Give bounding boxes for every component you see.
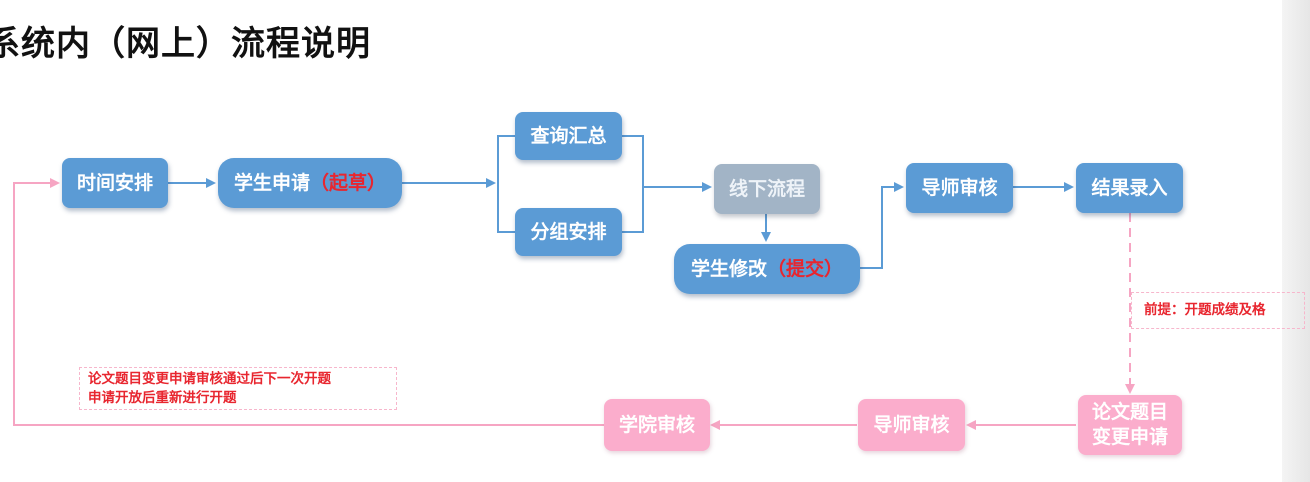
node-time-arrangement-label: 时间安排 <box>76 171 153 194</box>
page-title: 系统内（网上）流程说明 <box>0 24 371 64</box>
node-student-revise-label: 学生修改 <box>690 257 767 280</box>
branch-bracket-right <box>622 135 644 233</box>
node-advisor-review-top-label: 导师审核 <box>921 176 998 199</box>
node-topic-change-line1: 论文题目 <box>1091 401 1168 424</box>
node-group-arrangement-label: 分组安排 <box>530 220 607 243</box>
node-result-entry: 结果录入 <box>1076 163 1183 213</box>
node-offline-process-label: 线下流程 <box>728 177 805 200</box>
note-reopen-line2: 申请开放后重新进行开题 <box>88 390 237 406</box>
node-student-apply-label: 学生申请 <box>233 171 310 194</box>
node-college-review-label: 学院审核 <box>618 413 695 436</box>
node-advisor-review-bottom-label: 导师审核 <box>873 413 950 436</box>
note-reopen-line1: 论文题目变更申请审核通过后下一次开题 <box>88 371 331 387</box>
loop-back-arrow <box>13 178 604 426</box>
node-student-revise-tag: （提交） <box>767 257 844 280</box>
arrow-revise-to-advisor <box>860 182 904 269</box>
node-query-summary: 查询汇总 <box>515 112 622 160</box>
branch-bracket-left <box>497 135 515 233</box>
node-advisor-review-bottom: 导师审核 <box>858 399 965 451</box>
node-time-arrangement: 时间安排 <box>62 158 168 208</box>
note-precondition: 前提：开题成绩及格 <box>1131 292 1305 329</box>
node-result-entry-label: 结果录入 <box>1091 176 1168 199</box>
node-student-apply-tag: （起草） <box>310 171 387 194</box>
note-reopen: 论文题目变更申请审核通过后下一次开题 申请开放后重新进行开题 <box>79 367 397 410</box>
node-offline-process: 线下流程 <box>714 164 820 214</box>
node-college-review: 学院审核 <box>604 399 710 451</box>
node-topic-change-request: 论文题目 变更申请 <box>1078 395 1182 455</box>
node-advisor-review-top: 导师审核 <box>906 163 1013 213</box>
window-edge-strip <box>1282 0 1310 482</box>
node-student-apply: 学生申请（起草） <box>218 158 402 208</box>
note-precondition-text: 前提：开题成绩及格 <box>1144 302 1266 318</box>
node-student-revise: 学生修改（提交） <box>674 244 860 294</box>
node-group-arrangement: 分组安排 <box>515 208 622 256</box>
node-query-summary-label: 查询汇总 <box>530 124 607 147</box>
node-topic-change-line2: 变更申请 <box>1091 426 1168 448</box>
